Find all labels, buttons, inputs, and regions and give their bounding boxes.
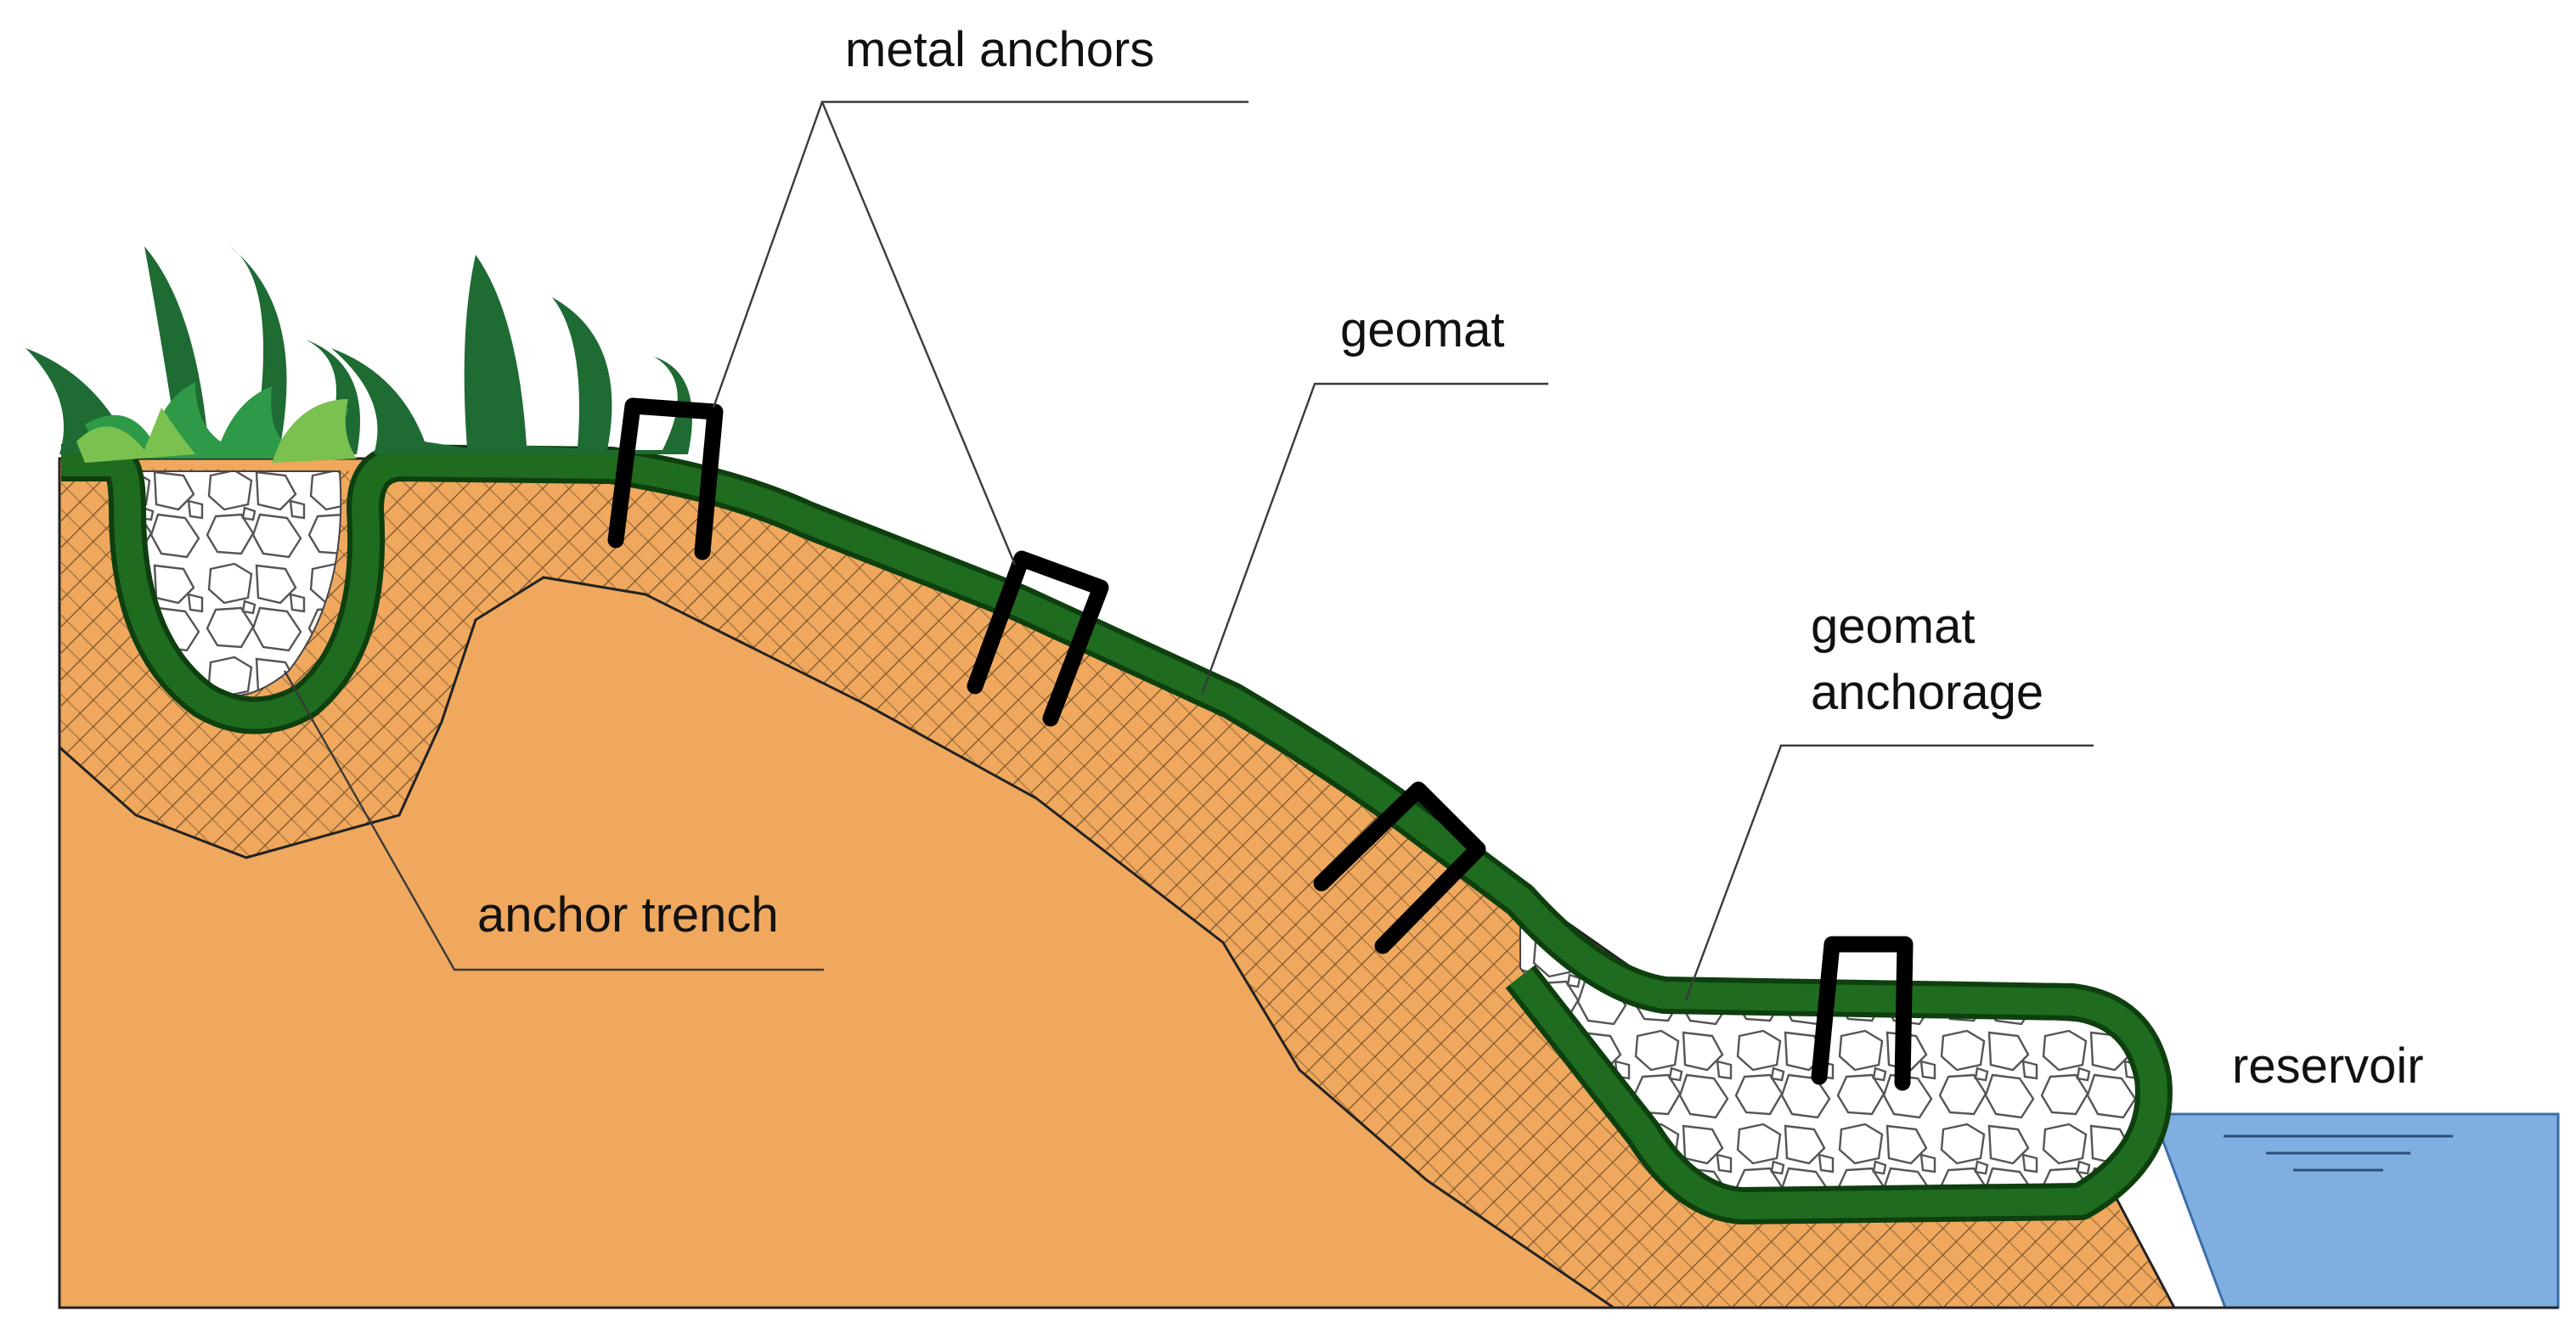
- leader-lines: [283, 100, 2094, 1001]
- label-geomat-anchorage-line2: anchorage: [1811, 665, 2043, 720]
- water-level-icon: [2224, 1134, 2453, 1172]
- label-geomat-anchorage-line1: geomat: [1811, 599, 1975, 654]
- label-metal-anchors: metal anchors: [845, 22, 1154, 77]
- label-geomat: geomat: [1340, 302, 1504, 357]
- reservoir-water: [2150, 1112, 2560, 1309]
- geomat-layer: [61, 444, 2173, 1224]
- metal-anchor-icon: [1811, 936, 1914, 1091]
- grass-tuft-icon: [25, 246, 692, 463]
- metal-anchor-icon: [1313, 781, 1486, 954]
- label-reservoir: reservoir: [2232, 1038, 2424, 1094]
- metal-anchor-icon: [967, 550, 1109, 727]
- label-anchor-trench: anchor trench: [477, 887, 779, 943]
- metal-anchor-icon: [607, 397, 724, 560]
